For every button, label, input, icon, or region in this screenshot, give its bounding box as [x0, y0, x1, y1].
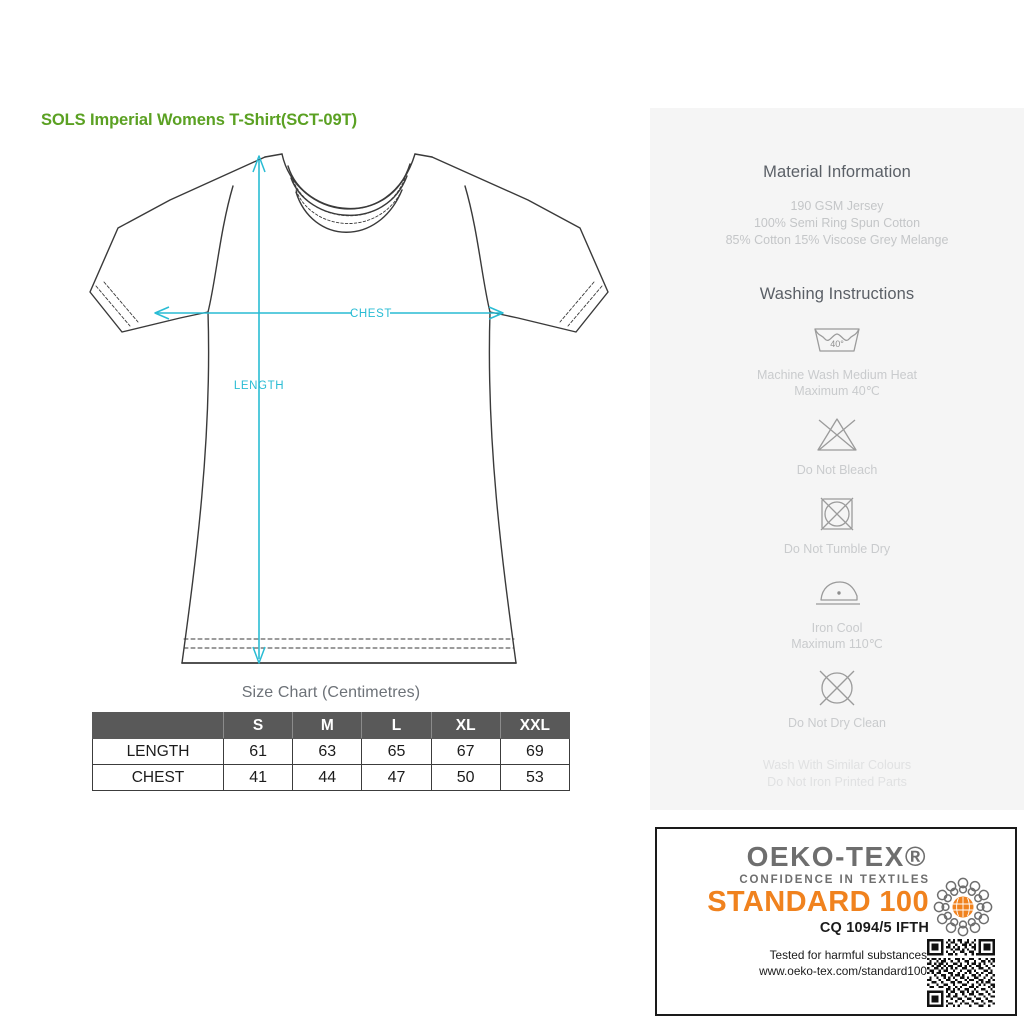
washing-instructions-heading: Washing Instructions [759, 285, 915, 303]
care-label-iron-cool: Iron Cool Maximum 110℃ [650, 620, 1024, 652]
iron-cool-icon [650, 571, 1024, 615]
care-footer-notes: Wash With Similar Colours Do Not Iron Pr… [650, 757, 1024, 791]
care-item-machine-wash: 40° Machine Wash Medium Heat Maximum 40℃ [650, 318, 1024, 399]
table-row: CHEST 41 44 47 50 53 [92, 764, 571, 791]
care-label-machine-wash: Machine Wash Medium Heat Maximum 40℃ [650, 367, 1024, 399]
care-label-do-not-bleach: Do Not Bleach [796, 463, 878, 477]
material-information-heading: Material Information [763, 163, 911, 181]
care-label-do-not-tumble-dry: Do Not Tumble Dry [783, 542, 891, 556]
chest-xxl: 53 [499, 764, 571, 791]
oeko-tex-subtext-line2: www.oeko-tex.com/standard100 [759, 964, 927, 978]
do-not-dry-clean-icon [650, 666, 1024, 710]
material-line-gsm: 190 GSM Jersey [790, 199, 884, 213]
care-text-line1: Iron Cool [811, 621, 863, 635]
length-xxl: 69 [499, 738, 571, 765]
oeko-tex-qr-code [927, 939, 995, 1012]
care-text-line2: Maximum 40℃ [794, 384, 880, 398]
length-xl: 67 [430, 738, 501, 765]
chest-xl: 50 [430, 764, 501, 791]
product-info-panel: Material Information 190 GSM Jersey 100%… [650, 108, 1024, 810]
size-column-header-xl: XL [430, 712, 501, 739]
care-label-do-not-dry-clean: Do Not Dry Clean [788, 716, 886, 730]
care-item-do-not-dry-clean: Do Not Dry Clean [650, 666, 1024, 731]
oeko-tex-wordmark: OEKO-TEX® [746, 841, 927, 872]
length-measure-label: LENGTH [234, 380, 284, 392]
care-footer-line2: Do Not Iron Printed Parts [767, 775, 907, 789]
size-column-header-xxl: XXL [499, 712, 571, 739]
table-header-row: S M L XL XXL [92, 712, 571, 739]
row-label-length: LENGTH [92, 738, 224, 765]
table-row: LENGTH 61 63 65 67 69 [92, 738, 571, 765]
do-not-bleach-icon [650, 413, 1024, 457]
chest-m: 44 [292, 764, 363, 791]
care-text-line1: Machine Wash Medium Heat [756, 368, 918, 382]
size-column-header-l: L [361, 712, 432, 739]
size-chart-title: Size Chart (Centimetres) [241, 684, 421, 701]
oeko-tex-subtext: Tested for harmful substances www.oeko-t… [657, 947, 927, 979]
care-footer-line1: Wash With Similar Colours [762, 758, 912, 772]
length-s: 61 [222, 738, 294, 765]
do-not-tumble-dry-icon [650, 492, 1024, 536]
oeko-tex-tagline: CONFIDENCE IN TEXTILES [739, 874, 930, 886]
material-details: 190 GSM Jersey 100% Semi Ring Spun Cotto… [650, 198, 1024, 249]
care-text-line2: Maximum 110℃ [791, 637, 883, 651]
care-item-do-not-tumble-dry: Do Not Tumble Dry [650, 492, 1024, 557]
length-m: 63 [292, 738, 363, 765]
chest-s: 41 [222, 764, 294, 791]
machine-wash-40-icon: 40° [650, 318, 1024, 362]
care-item-do-not-bleach: Do Not Bleach [650, 413, 1024, 478]
table-corner-cell [92, 712, 224, 739]
row-label-chest: CHEST [92, 764, 224, 791]
care-item-iron-cool: Iron Cool Maximum 110℃ [650, 571, 1024, 652]
oeko-tex-globe-logo-icon [929, 873, 997, 946]
wash-temperature-value: 40° [830, 339, 844, 349]
size-column-header-m: M [292, 712, 363, 739]
oeko-tex-certification-label: OEKO-TEX® CONFIDENCE IN TEXTILES STANDAR… [655, 827, 1017, 1016]
oeko-tex-certificate-number: CQ 1094/5 IFTH [819, 920, 929, 936]
material-line-cotton: 100% Semi Ring Spun Cotton [753, 216, 921, 230]
page-title: SOLS Imperial Womens T-Shirt(SCT-09T) [41, 111, 357, 129]
oeko-tex-standard-label: STANDARD 100 [707, 886, 929, 918]
chest-l: 47 [361, 764, 432, 791]
size-column-header-s: S [222, 712, 294, 739]
oeko-tex-subtext-line1: Tested for harmful substances [769, 948, 927, 962]
length-l: 65 [361, 738, 432, 765]
size-chart-table: S M L XL XXL LENGTH 61 63 65 67 69 CHEST… [92, 712, 571, 791]
chest-measure-label: CHEST [350, 308, 392, 320]
tshirt-technical-drawing: CHEST LENGTH [60, 140, 620, 680]
material-line-blend: 85% Cotton 15% Viscose Grey Melange [725, 233, 949, 247]
